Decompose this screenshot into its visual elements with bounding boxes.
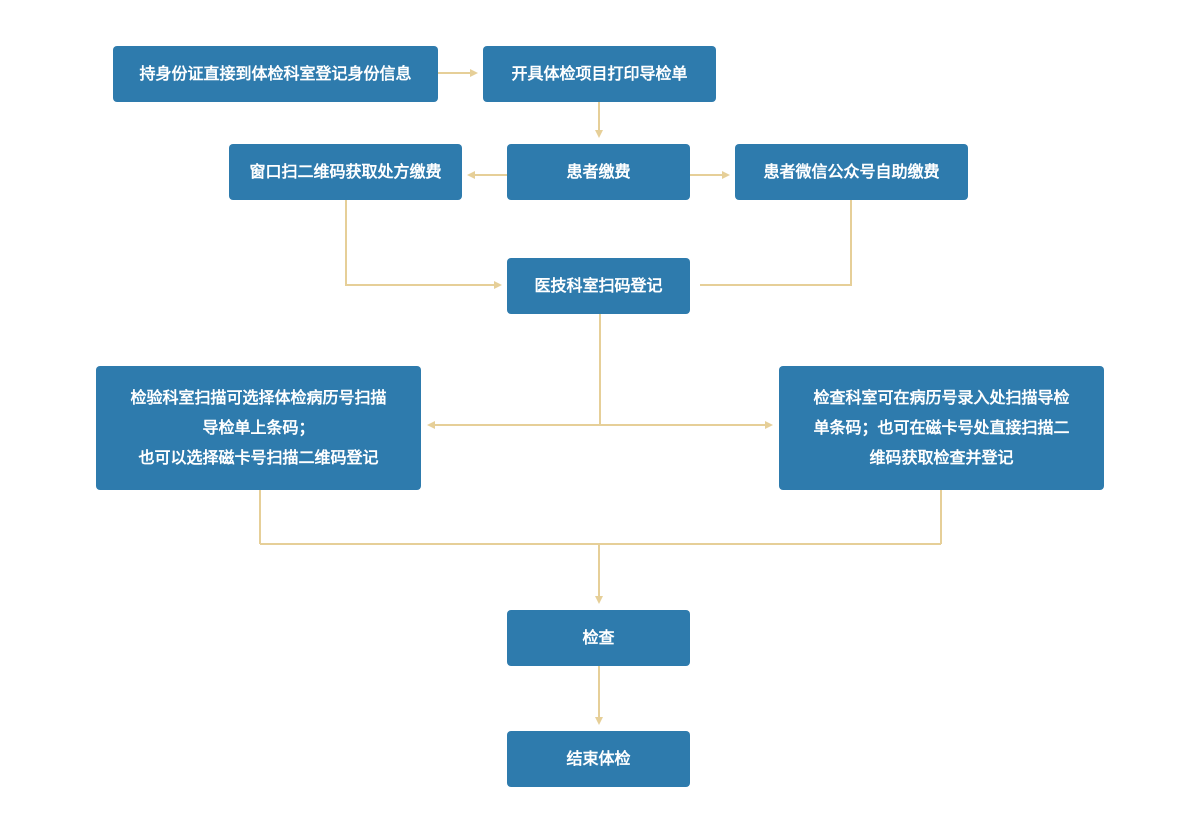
node-medtech-scan-label: 医技科室扫码登记 xyxy=(534,276,663,295)
node-window-pay-label: 窗口扫二维码获取处方缴费 xyxy=(249,162,442,181)
node-finish: 结束体检 xyxy=(507,731,690,787)
node-id-register: 持身份证直接到体检科室登记身份信息 xyxy=(113,46,438,102)
node-lab-scan-label: 检验科室扫描可选择体检病历号扫描 导检单上条码； 也可以选择磁卡号扫描二维码登记 xyxy=(130,388,387,467)
node-print-guide-label: 开具体检项目打印导检单 xyxy=(511,64,688,83)
line-wechat-to-medtech xyxy=(700,200,852,286)
node-medtech-scan: 医技科室扫码登记 xyxy=(507,258,690,314)
node-lab-scan: 检验科室扫描可选择体检病历号扫描 导检单上条码； 也可以选择磁卡号扫描二维码登记 xyxy=(96,366,421,490)
node-examine-label: 检查 xyxy=(582,628,615,647)
node-id-register-label: 持身份证直接到体检科室登记身份信息 xyxy=(139,64,412,83)
node-examine: 检查 xyxy=(507,610,690,666)
arrow-window-to-medtech xyxy=(345,200,502,289)
node-window-pay: 窗口扫二维码获取处方缴费 xyxy=(229,144,462,200)
node-wechat-pay: 患者微信公众号自助缴费 xyxy=(735,144,968,200)
node-print-guide: 开具体检项目打印导检单 xyxy=(483,46,716,102)
node-patient-pay-label: 患者缴费 xyxy=(566,162,631,181)
node-patient-pay: 患者缴费 xyxy=(507,144,690,200)
node-finish-label: 结束体检 xyxy=(566,749,631,768)
node-wechat-pay-label: 患者微信公众号自助缴费 xyxy=(763,162,940,181)
node-exam-scan-label: 检查科室可在病历号录入处扫描导检 单条码；也可在磁卡号处直接扫描二 维码获取检查… xyxy=(813,388,1070,467)
node-exam-scan: 检查科室可在病历号录入处扫描导检 单条码；也可在磁卡号处直接扫描二 维码获取检查… xyxy=(779,366,1104,490)
